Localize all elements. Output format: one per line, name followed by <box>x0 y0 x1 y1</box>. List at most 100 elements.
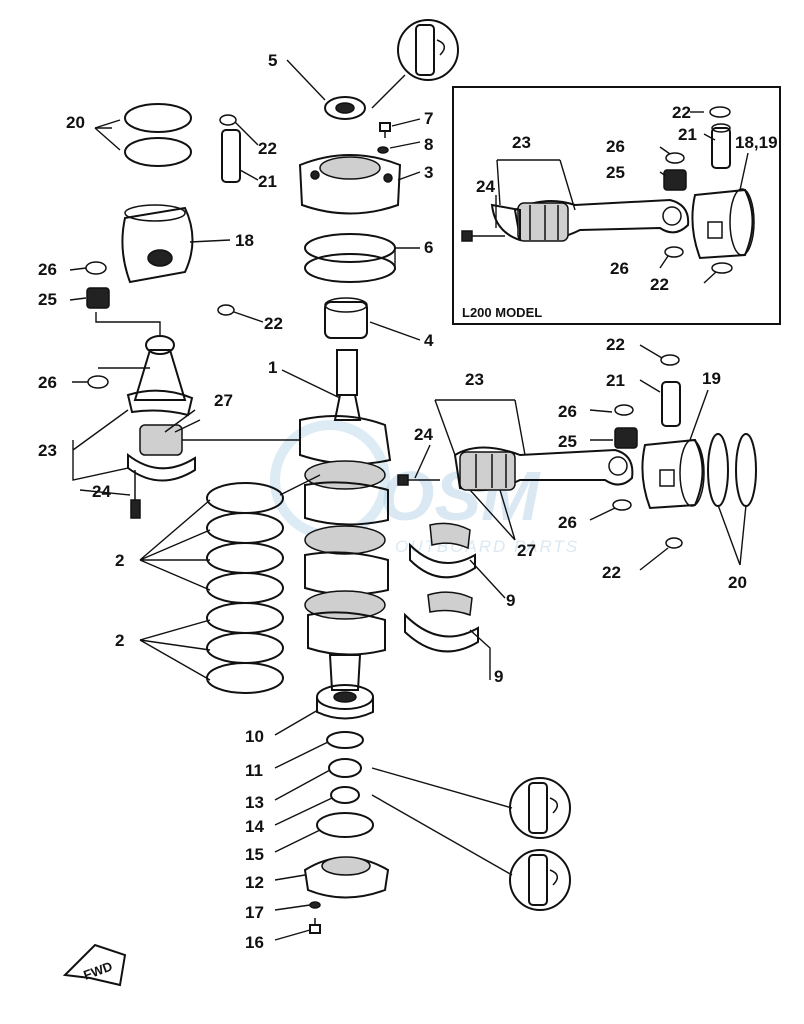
piston-ring-20-top <box>124 103 192 133</box>
piston-ring-20-right-a <box>707 433 729 507</box>
needle-bearing-25-right <box>614 427 638 449</box>
callout-14: 14 <box>245 817 264 836</box>
circlip-22-right-bottom <box>665 537 683 549</box>
callout-6: 6 <box>424 238 433 257</box>
lower-bearing-housing-12 <box>303 856 390 899</box>
callout-7: 7 <box>424 109 433 128</box>
needle-bearing-25-left <box>86 287 110 309</box>
o-ring-lower <box>304 253 396 283</box>
inset-washer-top <box>665 152 685 164</box>
washer-26-left-low <box>87 375 109 389</box>
fwd-arrow-icon: FWD <box>62 943 127 987</box>
bolt-7 <box>379 122 391 138</box>
piston-rings-stack <box>206 482 284 694</box>
callout-25-right: 25 <box>558 432 577 451</box>
grease-callout-top <box>371 19 459 109</box>
callout-10: 10 <box>245 727 264 746</box>
callout-25-left: 25 <box>38 290 57 309</box>
callout-24-left: 24 <box>92 482 111 501</box>
callout-21-inset: 21 <box>678 125 697 144</box>
bolt-24-right <box>397 474 440 486</box>
callout-5: 5 <box>268 51 277 70</box>
callout-18: 18 <box>235 231 254 250</box>
oil-seal-13 <box>328 758 362 778</box>
callout-13: 13 <box>245 793 264 812</box>
inset-needle-bearing <box>663 169 687 191</box>
callout-24-inset: 24 <box>476 177 495 196</box>
watermark-subtitle: OUTBOARD PARTS <box>395 537 579 556</box>
callout-16: 16 <box>245 933 264 952</box>
inset-washer-bottom <box>664 246 684 258</box>
callout-8: 8 <box>424 135 433 154</box>
piston-ring-20-right-b <box>735 433 757 507</box>
callout-26-right-b: 26 <box>558 513 577 532</box>
callout-22-right-top: 22 <box>606 335 625 354</box>
callout-26-left-a: 26 <box>38 260 57 279</box>
inset-circlip-top <box>709 106 731 118</box>
inset-connecting-rod <box>513 198 690 242</box>
piston-19 <box>641 438 705 510</box>
washer-17 <box>309 901 321 909</box>
callout-3: 3 <box>424 163 433 182</box>
callout-23-left: 23 <box>38 441 57 460</box>
callout-22-inset-bottom: 22 <box>650 275 669 294</box>
oil-seal-14 <box>330 786 360 804</box>
grease-callout-bottom-b <box>371 794 571 911</box>
callout-24-right: 24 <box>414 425 433 444</box>
o-ring-15 <box>316 812 374 838</box>
callout-26-right-a: 26 <box>558 402 577 421</box>
connecting-rod-left <box>126 335 194 417</box>
circlip-22-top <box>219 114 237 126</box>
washer-26-left <box>85 261 107 275</box>
callout-25-inset: 25 <box>606 163 625 182</box>
callout-22-right-bottom: 22 <box>602 563 621 582</box>
callout-21-right: 21 <box>606 371 625 390</box>
oil-seal-top <box>324 96 366 120</box>
callout-2-upper: 2 <box>115 551 124 570</box>
inset-circlip-bottom <box>711 262 733 274</box>
inset-frame <box>452 86 781 325</box>
ball-bearing-10 <box>316 684 374 720</box>
inset-piston <box>691 188 755 260</box>
callout-9-upper: 9 <box>506 591 515 610</box>
callout-26-left-b: 26 <box>38 373 57 392</box>
callout-23-right: 23 <box>465 370 484 389</box>
callout-12: 12 <box>245 873 264 892</box>
grease-callout-bottom-a <box>371 767 571 839</box>
snap-ring-11 <box>326 731 364 749</box>
callout-21-left: 21 <box>258 172 277 191</box>
callout-2-lower: 2 <box>115 631 124 650</box>
piston-pin-21-right <box>661 381 681 427</box>
callout-1: 1 <box>268 358 277 377</box>
callout-19: 19 <box>702 369 721 388</box>
callout-26-inset-top: 26 <box>606 137 625 156</box>
rod-cap-left <box>127 452 196 519</box>
piston-ring-20-bottom <box>124 137 192 167</box>
callout-20-right: 20 <box>728 573 747 592</box>
callout-22-mid-left: 22 <box>264 314 283 333</box>
callout-20-left: 20 <box>66 113 85 132</box>
main-bearing-upper <box>324 297 368 339</box>
inset-title: L200 MODEL <box>462 305 542 320</box>
washer-26-right-top <box>614 404 634 416</box>
l200-inset: L200 MODEL <box>452 86 781 325</box>
callout-22-top-left: 22 <box>258 139 277 158</box>
circlip-22-mid <box>217 304 235 316</box>
bolt-16 <box>309 918 321 934</box>
upper-bearing-housing <box>298 154 402 215</box>
main-bearing-9-upper <box>409 522 476 579</box>
callout-18-19-inset: 18,19 <box>735 133 778 152</box>
connecting-rod-right <box>453 446 634 492</box>
washer-26-right-bottom <box>612 499 632 511</box>
piston-pin-21 <box>221 129 241 183</box>
inset-piston-pin <box>711 123 731 169</box>
callout-23-inset: 23 <box>512 133 531 152</box>
callout-22-inset-top: 22 <box>672 103 691 122</box>
callout-27-left: 27 <box>214 391 233 410</box>
callout-26-inset-bottom: 26 <box>610 259 629 278</box>
callout-17: 17 <box>245 903 264 922</box>
callout-9-lower: 9 <box>494 667 503 686</box>
callout-27-right: 27 <box>517 541 536 560</box>
